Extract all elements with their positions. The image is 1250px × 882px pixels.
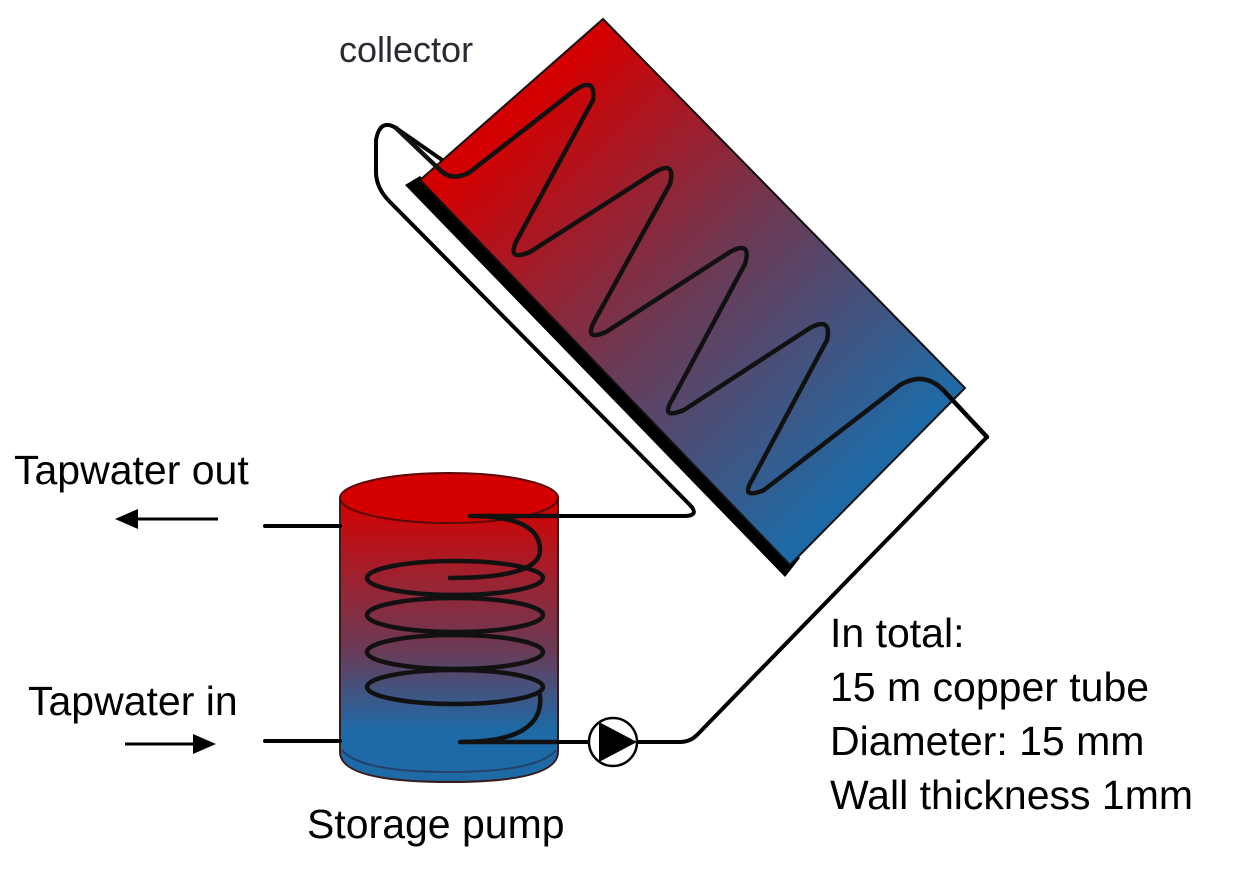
pump-arrow-icon	[599, 722, 637, 762]
tapwater-in-label: Tapwater in	[28, 678, 238, 724]
heat-exchanger-coil	[364, 513, 561, 745]
circulation-pump	[587, 716, 639, 768]
collector-outlet-pipe	[374, 123, 696, 518]
tank-body	[339, 497, 559, 784]
spec-line-length: 15 m copper tube	[830, 664, 1149, 710]
collector-inlet-pipe	[635, 390, 989, 744]
collector-label: collector	[339, 29, 473, 70]
specs-block: In total: 15 m copper tube Diameter: 15 …	[830, 610, 1193, 818]
absorber-edge	[405, 176, 800, 577]
collector-panel	[418, 17, 967, 567]
storage-tank	[339, 472, 561, 784]
spec-line-wall: Wall thickness 1mm	[830, 772, 1193, 818]
collector-coil	[393, 82, 990, 496]
tank-top	[339, 472, 559, 524]
tapwater-out-label: Tapwater out	[14, 447, 249, 493]
collector	[374, 17, 990, 744]
spec-line-diameter: Diameter: 15 mm	[830, 718, 1144, 764]
tank-bottom-rim	[341, 749, 557, 774]
storage-pump-label: Storage pump	[307, 801, 565, 847]
tapwater-out-arrow-icon	[115, 509, 218, 529]
tapwater-in-arrow-icon	[125, 734, 216, 754]
specs-heading: In total:	[830, 610, 964, 656]
